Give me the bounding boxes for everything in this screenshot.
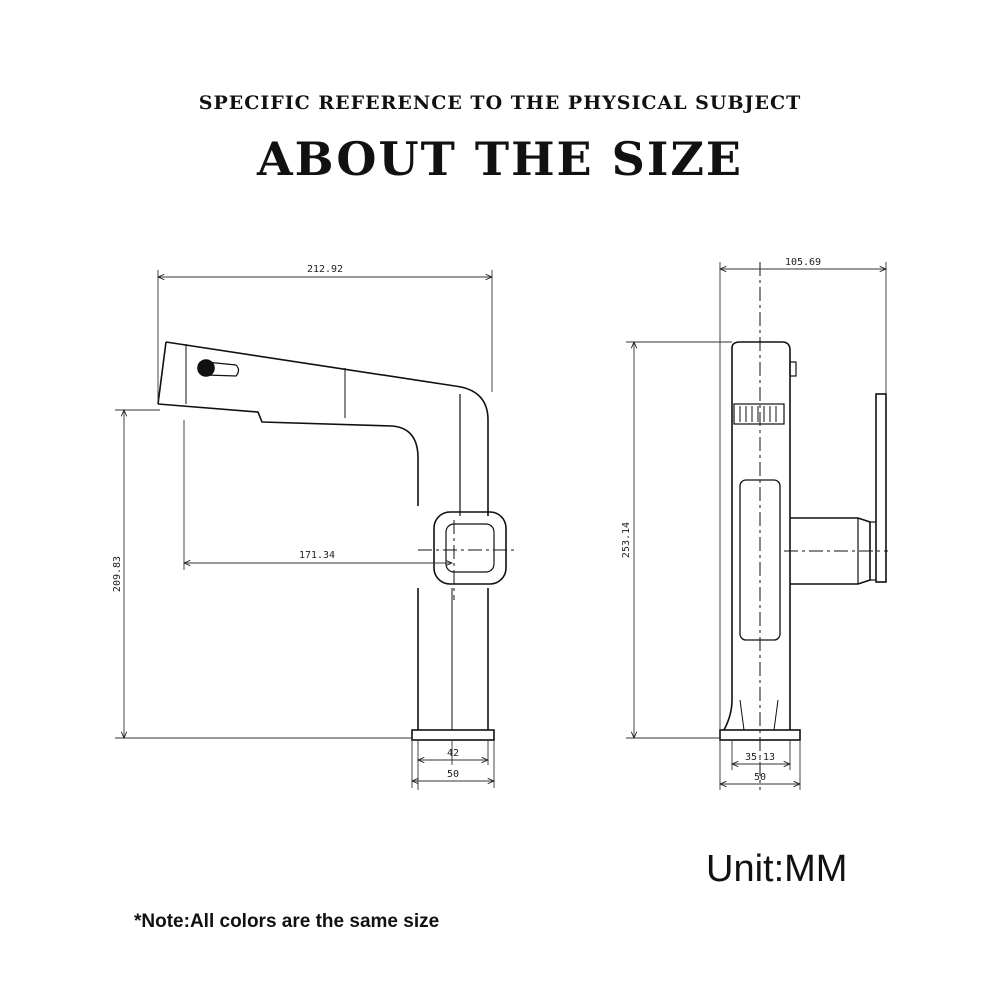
- page-title: ABOUT THE SIZE: [256, 132, 743, 186]
- subtitle: SPECIFIC REFERENCE TO THE PHYSICAL SUBJE…: [198, 92, 802, 114]
- note-text: *Note:All colors are the same size: [134, 911, 440, 932]
- side-body-outline: [731, 341, 791, 730]
- unit-label: Unit:MM: [706, 848, 848, 890]
- front-base: [411, 729, 495, 741]
- front-handle: [433, 511, 507, 585]
- side-view: [719, 262, 888, 790]
- front-width-label: 212.92: [307, 264, 343, 275]
- front-dimensions: [115, 270, 494, 790]
- side-body-width-label: 35.13: [745, 752, 775, 763]
- front-spout-tip: [157, 341, 167, 405]
- side-height-label: 253.14: [621, 522, 632, 558]
- front-spout-outline: [165, 341, 489, 516]
- front-base-width-label: 50: [447, 769, 459, 780]
- front-spout-underside: [157, 403, 419, 506]
- spray-button: [197, 359, 215, 377]
- front-body-width-label: 42: [447, 748, 459, 759]
- front-view: [157, 341, 516, 741]
- front-reach-label: 171.34: [299, 550, 335, 561]
- side-base-width-label: 50: [754, 772, 766, 783]
- front-height-label: 209.83: [112, 556, 123, 592]
- side-depth-label: 105.69: [785, 257, 821, 268]
- side-dimensions: [626, 262, 886, 790]
- side-handle-plate: [875, 393, 887, 583]
- side-vent: [733, 403, 785, 425]
